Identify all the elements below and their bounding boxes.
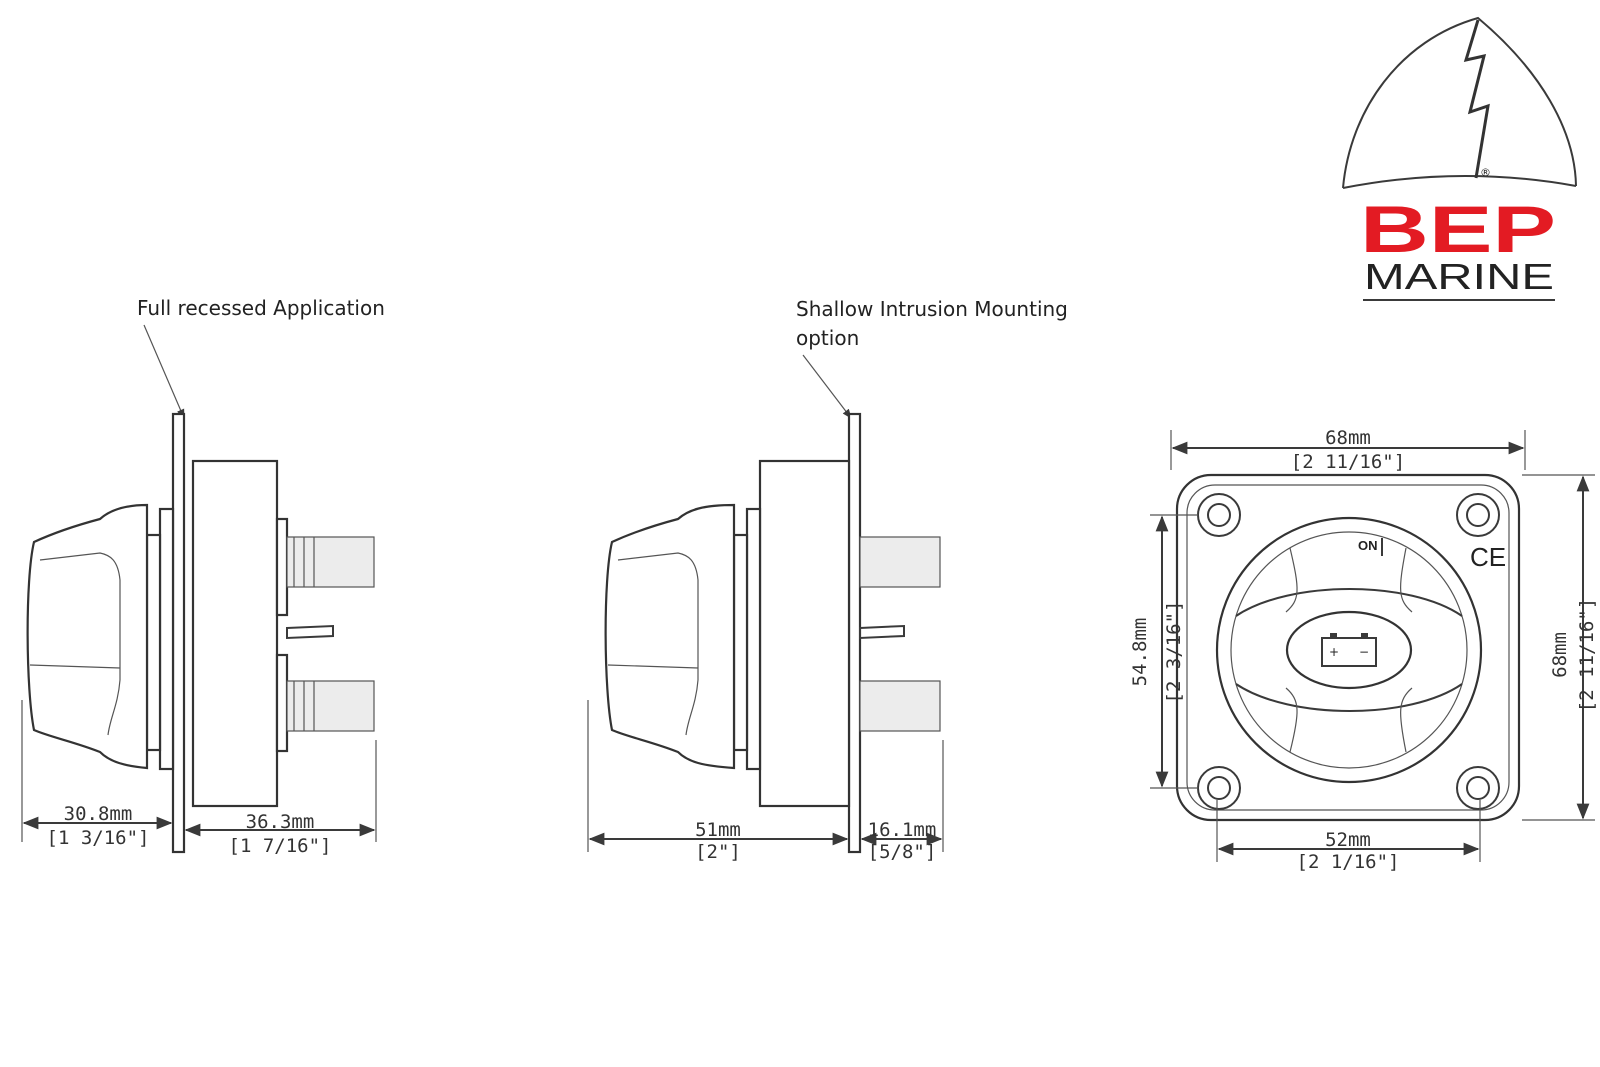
dim-30-8-in: [1 3/16"] bbox=[47, 827, 150, 849]
mounting-hole-icon bbox=[1456, 766, 1500, 810]
svg-text:+: + bbox=[1329, 645, 1339, 659]
dim-bottom-mm: 52mm bbox=[1325, 829, 1371, 851]
shallow-intrusion-view: Shallow Intrusion Mounting option 51mm [… bbox=[587, 297, 1068, 863]
dim-16-1-in: [5/8"] bbox=[868, 841, 937, 863]
dim-16-1-mm: 16.1mm bbox=[868, 819, 937, 841]
dim-30-8-mm: 30.8mm bbox=[64, 803, 133, 825]
dim-hole-mm: 54.8mm bbox=[1129, 618, 1151, 687]
shallow-caption-line1: Shallow Intrusion Mounting bbox=[796, 297, 1068, 321]
shallow-caption-line2: option bbox=[796, 326, 859, 350]
full-recessed-caption: Full recessed Application bbox=[137, 296, 385, 320]
mounting-hole-icon bbox=[1456, 493, 1500, 537]
dim-36-3-mm: 36.3mm bbox=[246, 811, 315, 833]
battery-icon: + − bbox=[1321, 633, 1377, 667]
dim-height-in: [2 11/16"] bbox=[1576, 598, 1598, 712]
dim-bottom-in: [2 1/16"] bbox=[1297, 851, 1400, 873]
bep-marine-logo: ® BEP MARINE bbox=[1342, 16, 1577, 301]
ce-mark-icon: CE bbox=[1470, 542, 1506, 572]
on-label: ON bbox=[1358, 538, 1378, 553]
registered-mark: ® bbox=[1480, 166, 1491, 179]
dim-51-mm: 51mm bbox=[695, 819, 741, 841]
dim-51-in: [2"] bbox=[695, 841, 741, 863]
full-recessed-view: Full recessed Application 30.8mm [1 3/16… bbox=[21, 296, 385, 857]
dim-width-in: [2 11/16"] bbox=[1291, 451, 1405, 473]
dim-width-mm: 68mm bbox=[1325, 427, 1371, 449]
lightning-bolt-icon bbox=[1463, 19, 1490, 179]
dim-hole-in: [2 3/16"] bbox=[1163, 601, 1185, 704]
dim-36-3-in: [1 7/16"] bbox=[229, 835, 332, 857]
dim-height-mm: 68mm bbox=[1549, 632, 1571, 678]
logo-brand-bottom: MARINE bbox=[1364, 256, 1554, 297]
svg-text:−: − bbox=[1359, 645, 1369, 659]
logo-brand-top: BEP bbox=[1360, 192, 1556, 266]
front-view: + − ON CE 68mm [2 11/16"] 68mm [2 11/16"… bbox=[1129, 427, 1598, 873]
